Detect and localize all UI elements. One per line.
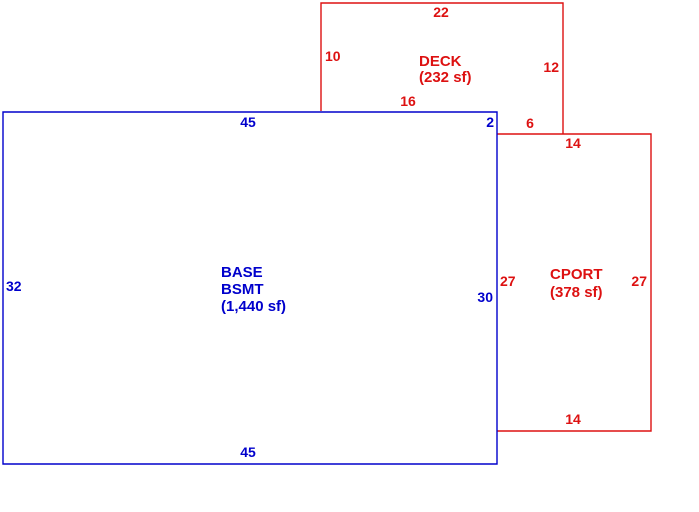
deck-outline: [320, 2, 564, 134]
base-dim-bottom: 45: [240, 444, 256, 460]
deck-dim-bottom: 16: [400, 93, 416, 109]
cport-dim-right: 27: [631, 273, 647, 289]
cport-dim-bottom: 14: [565, 411, 581, 427]
base-name-label: BASE: [221, 264, 263, 281]
base-area-label: (1,440 sf): [221, 298, 286, 315]
cport-outline: [497, 133, 652, 432]
base-outline: [2, 111, 498, 465]
cport-dim-left: 27: [500, 273, 516, 289]
deck-dim-right: 12: [543, 59, 559, 75]
deck-dim-top: 22: [433, 4, 449, 20]
base-subname-label: BSMT: [221, 281, 264, 298]
base-dim-top: 45: [240, 114, 256, 130]
base-dim-notch: 2: [486, 114, 494, 130]
deck-dim-step: 6: [526, 115, 534, 131]
base-dim-right: 30: [477, 289, 493, 305]
deck-dim-left: 10: [325, 48, 341, 64]
cport-dim-top: 14: [565, 135, 581, 151]
cport-area-label: (378 sf): [550, 284, 603, 301]
cport-name-label: CPORT: [550, 266, 603, 283]
base-dim-left: 32: [6, 278, 22, 294]
deck-area-label: (232 sf): [419, 69, 472, 86]
deck-name-label: DECK: [419, 53, 462, 70]
